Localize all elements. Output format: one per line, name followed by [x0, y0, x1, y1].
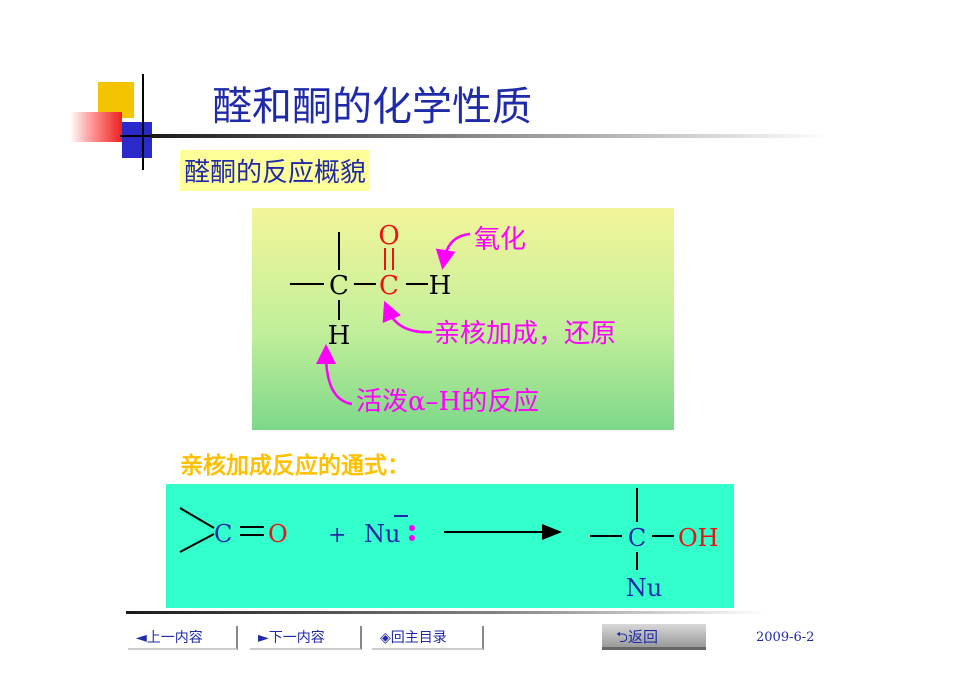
prev-content-button[interactable]: ◄上一内容 — [128, 626, 238, 650]
arrow-nucleophilic — [382, 300, 433, 334]
atom-c-alpha: C — [329, 271, 349, 301]
footer-rule — [126, 611, 766, 614]
atom-h-aldehyde: H — [429, 271, 452, 301]
nucleophile: Nu — [364, 520, 400, 548]
general-reaction-diagram: C O + Nu C OH Nu — [179, 488, 719, 602]
section-heading: 亲核加成反应的通式： — [180, 453, 410, 479]
arrow-alpha — [316, 344, 353, 406]
product-hydroxyl: OH — [678, 524, 719, 552]
product-nucleophile: Nu — [626, 574, 662, 602]
subtitle: 醛酮的反应概貌 — [180, 150, 371, 191]
general-reaction-box: C O + Nu C OH Nu — [166, 484, 734, 608]
product-carbon: C — [628, 524, 646, 552]
slide-title: 醛和酮的化学性质 — [212, 84, 532, 130]
atom-c-carbonyl: C — [379, 271, 399, 301]
arrow-oxidation — [435, 232, 471, 270]
logo-square-blue — [122, 122, 152, 158]
reactant-oxygen: O — [268, 520, 288, 548]
label-nucleophilic: 亲核加成，还原 — [434, 319, 616, 349]
atom-h-alpha: H — [328, 321, 351, 351]
main-menu-button[interactable]: ◈回主目录 — [372, 626, 484, 650]
logo-square-red — [70, 112, 122, 142]
reactant-bond-upper — [179, 507, 215, 529]
next-content-button[interactable]: ►下一内容 — [250, 626, 362, 650]
atom-o: O — [378, 221, 399, 251]
footer-date: 2009-6-2 — [756, 630, 815, 645]
title-underline — [150, 134, 830, 138]
reaction-overview-diagram: O C C H H 氧化 亲核加成，还原 活泼α–H的反应 — [290, 221, 616, 417]
reaction-overview-box: O C C H H 氧化 亲核加成，还原 活泼α–H的反应 — [252, 208, 674, 430]
lone-pair-dot-1 — [409, 525, 415, 531]
lone-pair-dot-2 — [409, 535, 415, 541]
reactant-bond-lower — [179, 533, 215, 553]
plus-sign: + — [328, 523, 346, 548]
label-alpha-h: 活泼α–H的反应 — [356, 387, 539, 417]
label-oxidation: 氧化 — [474, 225, 526, 255]
logo-vertical-line — [142, 74, 144, 170]
reactant-carbon: C — [214, 520, 232, 548]
return-button[interactable]: ⮌返回 — [602, 624, 706, 650]
